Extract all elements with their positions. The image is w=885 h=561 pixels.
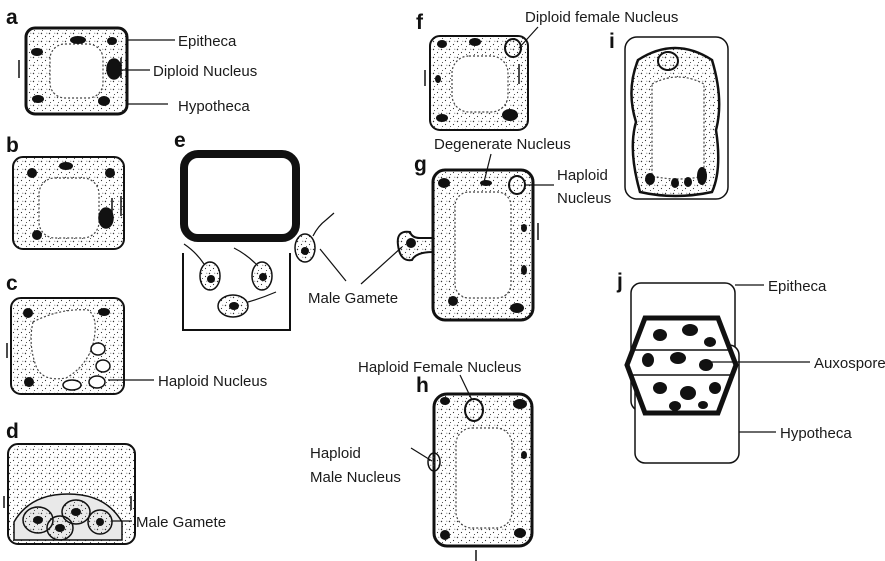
diploid-nucleus-a bbox=[107, 59, 121, 79]
haploid-nucleus-g bbox=[509, 176, 525, 194]
panel-b: b bbox=[6, 134, 124, 249]
panel-letter-f: f bbox=[416, 11, 424, 34]
label-haploid-male-line2: Male Nucleus bbox=[310, 469, 401, 486]
leader-haploid-male-nucleus bbox=[411, 448, 432, 461]
panel-h: h Haploid Female Nucleus Haploid Male Nu… bbox=[310, 359, 532, 561]
panel-letter-h: h bbox=[416, 374, 429, 397]
panel-i: i bbox=[609, 30, 728, 199]
label-male-gamete-d: Male Gamete bbox=[136, 514, 226, 531]
diatom-cell-f bbox=[425, 36, 528, 130]
label-auxospores: Auxospores bbox=[814, 355, 885, 372]
panel-letter-b: b bbox=[6, 134, 19, 157]
diatom-cell-b bbox=[13, 157, 124, 249]
label-male-gamete-e: Male Gamete bbox=[308, 290, 398, 307]
label-haploid-g-line1: Haploid bbox=[557, 167, 608, 184]
haploid-male-nucleus bbox=[428, 453, 440, 471]
diploid-female-nucleus bbox=[505, 39, 521, 57]
panel-letter-g: g bbox=[414, 153, 427, 176]
label-hypotheca-j: Hypotheca bbox=[780, 425, 852, 442]
diatom-cell-d bbox=[4, 444, 135, 544]
degenerate-nucleus bbox=[480, 180, 492, 186]
label-haploid-nucleus-c: Haploid Nucleus bbox=[158, 373, 267, 390]
diatom-cell-g bbox=[398, 170, 538, 320]
label-degenerate-nucleus: Degenerate Nucleus bbox=[434, 136, 571, 153]
diatom-cell-h bbox=[428, 394, 532, 561]
leader-male-gamete-e-2 bbox=[361, 247, 402, 284]
diatom-cell-c bbox=[7, 298, 124, 394]
panel-c: c Haploid Nucleus bbox=[6, 272, 267, 394]
panel-j: j Epitheca Auxospores Hypotheca bbox=[616, 270, 885, 463]
panel-letter-a: a bbox=[6, 6, 18, 29]
panel-letter-c: c bbox=[6, 272, 18, 295]
leader-male-gamete-e-1 bbox=[320, 249, 346, 281]
expanding-auxospore-i bbox=[625, 37, 728, 199]
haploid-female-nucleus bbox=[465, 399, 483, 421]
panel-letter-e: e bbox=[174, 129, 186, 152]
label-haploid-male-line1: Haploid bbox=[310, 445, 361, 462]
panel-e: e Male Gamete bbox=[174, 129, 402, 330]
male-gamete-fusing-g bbox=[398, 232, 433, 260]
label-diploid-nucleus: Diploid Nucleus bbox=[153, 63, 257, 80]
panel-letter-i: i bbox=[609, 30, 615, 53]
label-hypotheca-a: Hypotheca bbox=[178, 98, 250, 115]
label-diploid-female-nucleus: Diploid female Nucleus bbox=[525, 9, 678, 26]
label-epitheca-a: Epitheca bbox=[178, 33, 237, 50]
diatom-cell-a bbox=[19, 28, 127, 114]
empty-frustule-e bbox=[184, 154, 296, 238]
auxospore-j bbox=[627, 283, 739, 463]
panel-letter-j: j bbox=[616, 270, 623, 293]
panel-a: a Epitheca Diploid Nucleus Hypotheca bbox=[6, 6, 257, 115]
label-epitheca-j: Epitheca bbox=[768, 278, 827, 295]
panel-letter-d: d bbox=[6, 420, 19, 443]
panel-d: d Male Gamete bbox=[4, 420, 226, 544]
open-theca-e bbox=[183, 253, 290, 330]
label-haploid-g-line2: Nucleus bbox=[557, 190, 611, 207]
label-haploid-female-nucleus: Haploid Female Nucleus bbox=[358, 359, 521, 376]
panel-g: g Degenerate Nucleus Haploid Nucleus bbox=[398, 136, 611, 320]
